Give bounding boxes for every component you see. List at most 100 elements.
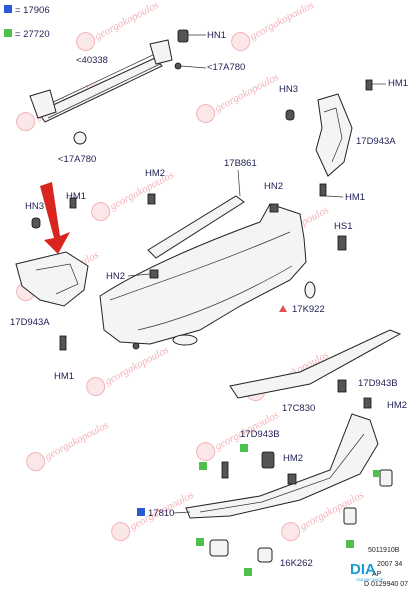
legend-swatch-blue xyxy=(4,5,12,13)
sensor-hs1 xyxy=(337,235,347,251)
clip-hn2-top xyxy=(269,203,279,213)
legend-marker-blue xyxy=(137,508,145,516)
rivet-bottom xyxy=(132,342,140,350)
lower-strip-17c830 xyxy=(229,329,402,399)
label-17a780-top: <17A780 xyxy=(207,62,245,73)
watermark-badge xyxy=(196,442,216,462)
legend-marker-green xyxy=(240,444,248,452)
clip-hn2-mid xyxy=(149,269,159,279)
watermark-tile: georgakopoulos xyxy=(231,0,316,52)
clip-lower-right xyxy=(343,507,357,525)
code-line-1: 5011910B xyxy=(368,547,400,554)
label-hn2-top: HN2 xyxy=(264,181,283,192)
label-hm1-right: HM1 xyxy=(388,78,408,89)
watermark-badge xyxy=(196,104,216,124)
label-hm2-top: HM2 xyxy=(145,168,165,179)
logo-sub: ONLINE SHOP xyxy=(356,577,384,582)
label-hn3-left: HN3 xyxy=(25,201,44,212)
label-hn1-top: HN1 xyxy=(207,30,226,41)
watermark-text: georgakopoulos xyxy=(103,344,171,388)
screw-hm2-top xyxy=(147,193,156,205)
screw-hm1-left xyxy=(69,197,77,209)
molding-17b861 xyxy=(147,195,245,259)
label-hm1-right2: HM1 xyxy=(345,192,365,203)
legend-marker-green xyxy=(199,462,207,470)
screw-hm1-right2 xyxy=(319,183,327,197)
bracket-17d943a-left xyxy=(15,197,89,351)
screw-hm1-right xyxy=(365,79,373,91)
legend-marker-green xyxy=(373,470,380,477)
screw-left xyxy=(221,461,229,479)
screw-hm2-bottom xyxy=(287,473,297,485)
watermark-badge xyxy=(16,112,36,132)
logo-text: DIA xyxy=(350,561,376,578)
watermark-text: georgakopoulos xyxy=(248,0,316,43)
label-hm1-left-bottom: HM1 xyxy=(54,371,74,382)
label-17d943b-right: 17D943B xyxy=(358,378,398,389)
clip-hn3-right xyxy=(285,109,295,121)
watermark-text: georgakopoulos xyxy=(213,71,281,115)
label-17c830: 17C830 xyxy=(282,403,315,414)
label-17a780-left: <17A780 xyxy=(58,154,96,165)
bracket-17d943a-right xyxy=(285,79,373,197)
watermark-text: georgakopoulos xyxy=(108,169,176,213)
watermark-tile: georgakopoulos xyxy=(196,71,281,124)
clip-16k262 xyxy=(257,547,273,563)
label-hm2-right: HM2 xyxy=(387,400,407,411)
code-line-2: 2007 34 xyxy=(377,561,402,568)
label-17b861: 17B861 xyxy=(224,158,257,169)
label-40338: <40338 xyxy=(76,55,108,66)
label-17d943a-left: 17D943A xyxy=(10,317,50,328)
code-line-3: AP xyxy=(372,571,382,578)
clip-far-right xyxy=(379,469,393,487)
screw-hm2-right xyxy=(363,397,372,409)
clip-lower-left xyxy=(209,539,229,557)
screw-hm1-left-bottom xyxy=(59,335,67,351)
watermark-badge xyxy=(86,377,106,397)
watermark-badge xyxy=(26,452,46,472)
legend-label-17906: = 17906 xyxy=(15,5,50,16)
legend-marker-green xyxy=(196,538,204,546)
bolt-17a780-top xyxy=(174,62,182,70)
watermark-badge xyxy=(281,522,301,542)
label-17d943b-bottom: 17D943B xyxy=(240,429,280,440)
watermark-badge xyxy=(231,32,251,52)
cap-17a780-left xyxy=(73,131,87,145)
red-arrow-icon xyxy=(40,182,70,254)
legend-marker-green xyxy=(346,540,354,548)
cap-17k922 xyxy=(304,281,316,299)
clip-hn3-left xyxy=(31,217,41,229)
label-17k922: 17K922 xyxy=(292,304,325,315)
watermark-tile: georgakopoulos xyxy=(26,419,111,472)
label-17810: 17810 xyxy=(148,508,174,519)
legend-marker-green xyxy=(244,568,252,576)
label-hn3-right: HN3 xyxy=(279,84,298,95)
label-hm2-bottom: HM2 xyxy=(283,453,303,464)
watermark-text: georgakopoulos xyxy=(43,419,111,463)
label-16k262: 16K262 xyxy=(280,558,313,569)
label-hm1-left: HM1 xyxy=(66,191,86,202)
legend-swatch-green xyxy=(4,29,12,37)
code-line-4: D 0129940 07 xyxy=(364,581,408,588)
reinforcement-bar-40338 xyxy=(29,29,189,145)
watermark-text: georgakopoulos xyxy=(93,0,161,43)
watermark-badge xyxy=(76,32,96,52)
clip-17d943b-right xyxy=(337,379,347,393)
bumper-cover xyxy=(99,193,347,350)
warning-triangle-icon xyxy=(279,305,287,312)
clip-17d943b-bottom xyxy=(261,451,275,469)
watermark-badge xyxy=(91,202,111,222)
diffuser-17810 xyxy=(185,413,393,563)
watermark-tile: georgakopoulos xyxy=(76,0,161,52)
label-hs1: HS1 xyxy=(334,221,352,232)
dia-logo: DIA ONLINE SHOP xyxy=(350,561,384,582)
clip-hn1-top xyxy=(177,29,189,43)
legend-label-27720: = 27720 xyxy=(15,29,50,40)
watermark-badge xyxy=(111,522,131,542)
exhaust-cutout xyxy=(172,334,198,346)
label-hn2-mid: HN2 xyxy=(106,271,125,282)
watermark-tile: georgakopoulos xyxy=(86,344,171,397)
label-17d943a-right: 17D943A xyxy=(356,136,396,147)
